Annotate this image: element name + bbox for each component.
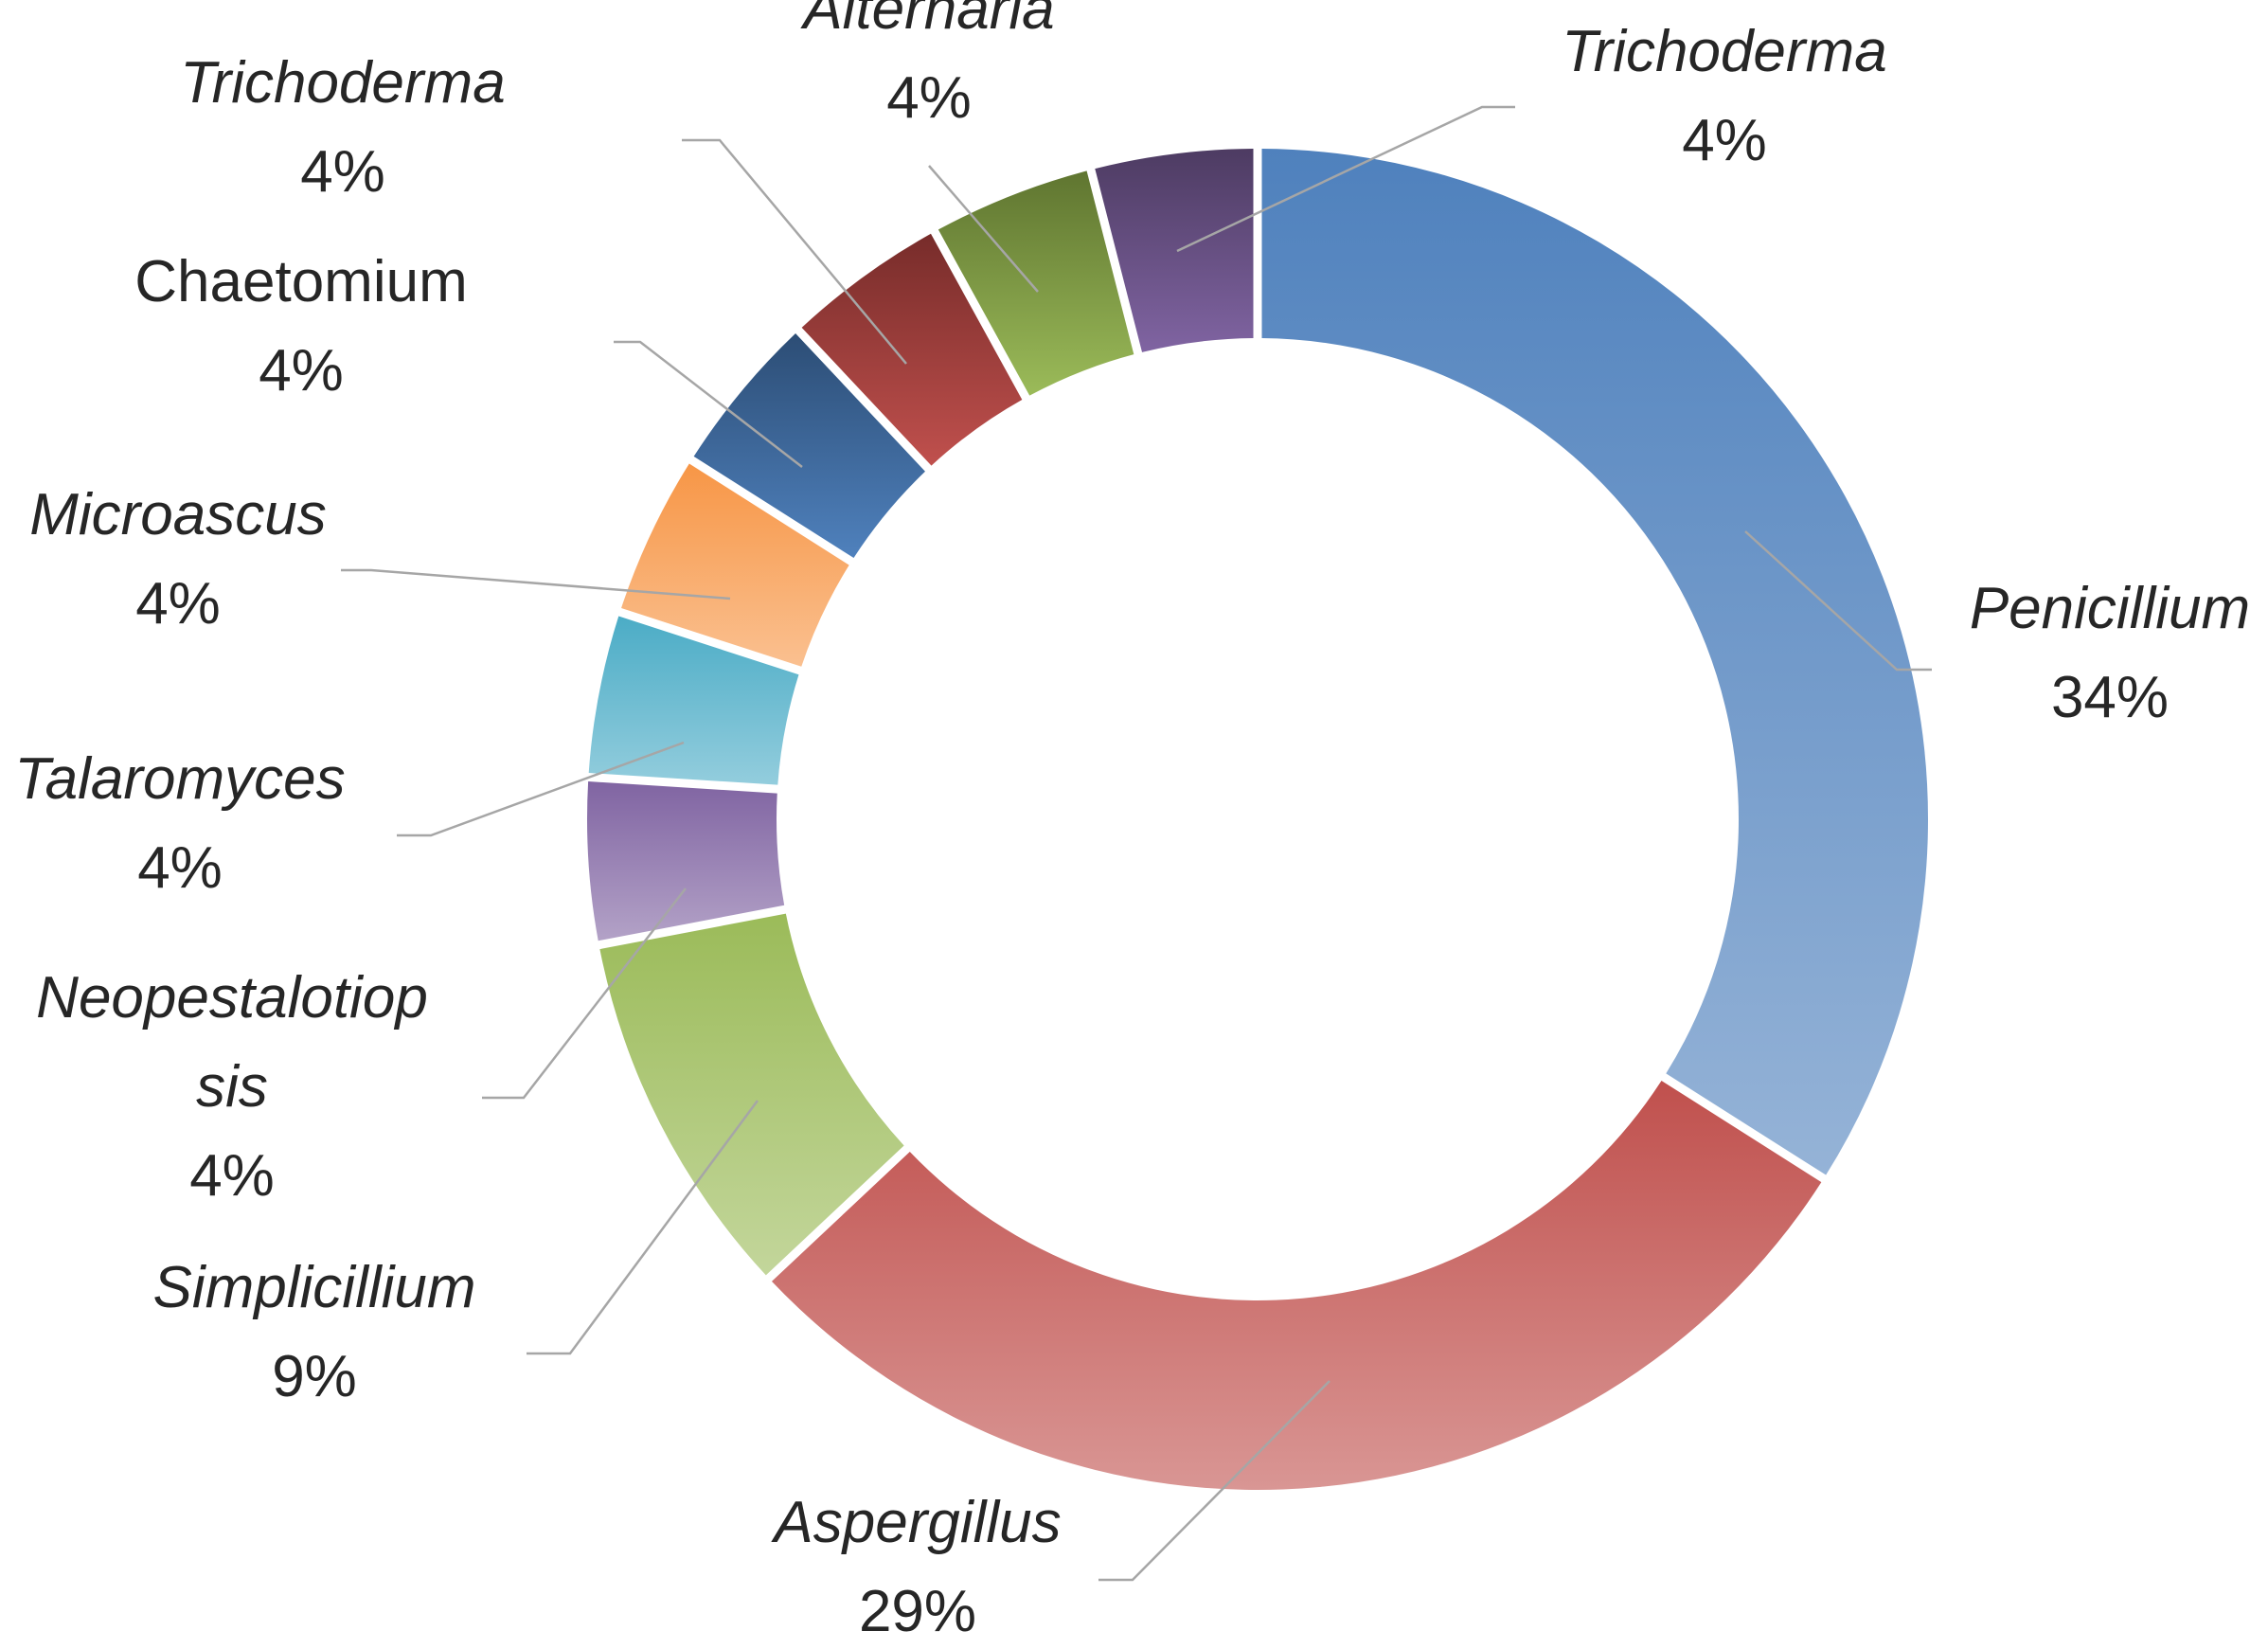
slice-label-name: Neopestalotiop bbox=[36, 965, 428, 1031]
slice-label-percent: 9% bbox=[272, 1344, 357, 1409]
slice-label-0: Penicillium 34% bbox=[1970, 576, 2250, 730]
slice-label-percent: 4% bbox=[1682, 108, 1767, 173]
slice-label-name: Simplicillium bbox=[152, 1255, 475, 1320]
slice-simplicillium-2 bbox=[599, 913, 904, 1276]
slice-talaromyces-4 bbox=[588, 616, 799, 785]
slice-label-percent: 29% bbox=[859, 1579, 976, 1644]
slice-microascus-5 bbox=[621, 463, 849, 667]
slice-label-name: Chaetomium bbox=[134, 249, 467, 314]
leaders-layer bbox=[341, 105, 1932, 1582]
slice-label-name: Alternaria bbox=[799, 0, 1054, 42]
leader-line-3 bbox=[482, 887, 687, 1100]
leader-line-0 bbox=[1744, 530, 1932, 672]
leader-line-6 bbox=[614, 340, 803, 468]
slice-label-percent: 4% bbox=[135, 571, 221, 636]
leader-line-5 bbox=[341, 568, 731, 600]
slice-chaetomium-6 bbox=[693, 332, 925, 559]
leader-line-1 bbox=[1098, 1380, 1330, 1582]
slice-label-3: Neopestalotiop sis 4% bbox=[36, 965, 428, 1209]
slice-alternaria-8 bbox=[938, 170, 1134, 396]
slice-label-8: Alternaria 4% bbox=[799, 0, 1054, 131]
slice-label-name: Microascus bbox=[29, 482, 327, 547]
slice-label-7: Trichoderma 4% bbox=[180, 50, 505, 205]
slice-neopestalotiopsis-3 bbox=[586, 781, 785, 941]
slice-label-1: Aspergillus 29% bbox=[770, 1490, 1061, 1644]
slice-label-5: Microascus 4% bbox=[29, 482, 327, 636]
slice-label-name: Trichoderma bbox=[180, 50, 505, 116]
slice-label-name: Trichoderma bbox=[1562, 19, 1886, 84]
leader-line-4 bbox=[397, 741, 685, 837]
slice-label-name: Penicillium bbox=[1970, 576, 2250, 641]
slice-label-percent: 4% bbox=[189, 1143, 275, 1209]
slice-trichoderma-9 bbox=[1095, 149, 1254, 352]
slice-label-percent: 4% bbox=[886, 65, 972, 131]
leader-line-8 bbox=[928, 165, 1039, 293]
slice-label-name: sis bbox=[196, 1054, 268, 1120]
slice-aspergillus-1 bbox=[771, 1080, 1822, 1490]
slice-trichoderma-7 bbox=[801, 233, 1023, 466]
leader-line-9 bbox=[1176, 105, 1515, 253]
slice-label-4: Talaromyces 4% bbox=[14, 746, 345, 901]
leader-line-7 bbox=[682, 138, 907, 365]
slice-label-percent: 4% bbox=[259, 338, 344, 403]
slice-label-6: Chaetomium 4% bbox=[134, 249, 467, 403]
slice-label-2: Simplicillium 9% bbox=[152, 1255, 475, 1409]
slice-label-9: Trichoderma 4% bbox=[1562, 19, 1886, 173]
labels-layer: Penicillium 34% Aspergillus 29% Simplicilliu… bbox=[14, 0, 2250, 1644]
slice-label-percent: 34% bbox=[2051, 665, 2169, 730]
slice-label-name: Talaromyces bbox=[14, 746, 345, 812]
slice-label-name: Aspergillus bbox=[770, 1490, 1061, 1555]
leader-line-2 bbox=[527, 1100, 759, 1355]
slices-layer bbox=[586, 149, 1928, 1490]
slice-label-percent: 4% bbox=[137, 835, 223, 901]
slice-label-percent: 4% bbox=[300, 139, 385, 205]
slice-penicillium-0 bbox=[1261, 149, 1928, 1175]
